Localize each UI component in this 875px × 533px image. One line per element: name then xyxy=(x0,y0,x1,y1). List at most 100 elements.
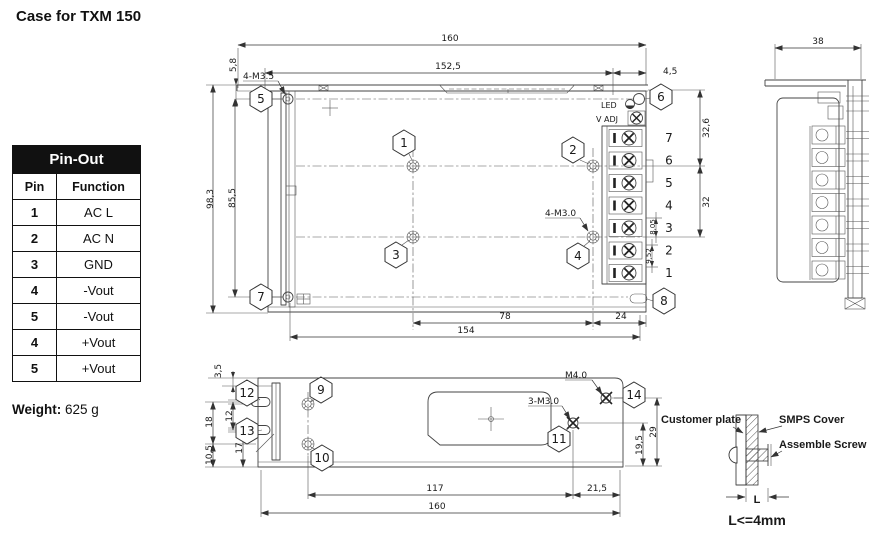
terminal-number: 5 xyxy=(665,176,673,190)
terminal-number: 6 xyxy=(665,154,673,168)
callout-7: 7 xyxy=(249,283,283,311)
function-cell: AC L xyxy=(56,199,141,226)
led-label: LED xyxy=(601,101,617,110)
function-cell: +Vout xyxy=(56,355,141,382)
pin-cell: 2 xyxy=(12,225,57,252)
dim-32-6: 32,6 xyxy=(702,118,712,138)
callout-14: 14 xyxy=(614,381,646,409)
svg-text:9: 9 xyxy=(317,383,325,397)
svg-text:2: 2 xyxy=(569,143,577,157)
page-title: Case for TXM 150 xyxy=(16,8,142,25)
svg-text:8: 8 xyxy=(660,294,668,308)
svg-text:7: 7 xyxy=(257,290,265,304)
svg-text:12: 12 xyxy=(239,386,254,400)
dim-98-3: 98,3 xyxy=(206,189,216,209)
dim-78: 78 xyxy=(499,312,511,322)
assemble-screw-label: Assemble Screw xyxy=(779,439,867,451)
dim-8-05: 8,05 xyxy=(649,219,657,235)
callout-10: 10 xyxy=(310,444,334,472)
top-edge-tab xyxy=(318,85,329,91)
dim-154: 154 xyxy=(457,326,474,336)
callout-12: 12 xyxy=(235,379,261,407)
callout-9: 9 xyxy=(309,376,333,404)
top-view: LED V ADJ 7 6 5 xyxy=(206,34,712,341)
dim-9-52: 9,52 xyxy=(645,248,653,264)
table-row: 5+Vout xyxy=(12,355,141,382)
screw-body xyxy=(745,448,769,462)
label-m4-0: M4.0 xyxy=(565,371,587,381)
svg-text:11: 11 xyxy=(551,432,566,446)
dim-4-5: 4,5 xyxy=(663,67,677,77)
dim-160-top: 160 xyxy=(441,34,458,44)
vadj-pot xyxy=(627,110,646,126)
svg-text:1: 1 xyxy=(400,136,408,150)
bottom-view: M4.0 3-M3.0 19,5 29 117 21,5 160 xyxy=(205,364,662,517)
callout-6: 6 xyxy=(644,83,673,111)
callout-2: 2 xyxy=(561,136,590,165)
callout-11: 11 xyxy=(547,425,571,453)
dim-29: 29 xyxy=(649,426,659,438)
dim-160-bottom: 160 xyxy=(428,502,445,512)
dim-19-5: 19,5 xyxy=(635,435,645,455)
callout-3: 3 xyxy=(384,239,410,269)
weight-line: Weight: 625 g xyxy=(12,402,99,417)
dim-152-5: 152,5 xyxy=(435,62,461,72)
pin-cell: 4 xyxy=(12,277,57,304)
customer-plate-label: Customer plate xyxy=(661,414,741,426)
dim-17: 17 xyxy=(235,442,245,453)
vadj-screw xyxy=(630,111,643,125)
dim-117: 117 xyxy=(426,484,443,494)
terminal-block: 7 6 5 4 3 2 1 xyxy=(601,125,673,285)
screw-head xyxy=(728,446,738,464)
pin-cell: 1 xyxy=(12,199,57,226)
din-bracket xyxy=(280,90,311,308)
callout-4: 4 xyxy=(566,240,591,270)
dim-85-5: 85,5 xyxy=(228,188,238,208)
callout-13: 13 xyxy=(235,417,263,445)
l-note: L<=4mm xyxy=(728,512,786,528)
led-icon-fill xyxy=(625,105,635,110)
terminal-number: 4 xyxy=(665,199,673,213)
terminal-number: 1 xyxy=(665,266,673,280)
pin-cell: 5 xyxy=(12,355,57,382)
dim-21-5: 21,5 xyxy=(587,484,607,494)
foot-slot xyxy=(629,293,648,304)
terminal-number: 7 xyxy=(665,131,673,145)
weight-value: 625 g xyxy=(65,402,99,417)
dim-l-label: L xyxy=(754,494,761,506)
smps-cover-label: SMPS Cover xyxy=(779,414,845,426)
dim-12: 12 xyxy=(225,410,235,421)
side-foot xyxy=(844,297,866,310)
top-edge-tab xyxy=(593,85,604,91)
vadj-label: V ADJ xyxy=(596,115,618,124)
terminal-number: 3 xyxy=(665,221,673,235)
corner-hole xyxy=(633,93,645,105)
callout-8: 8 xyxy=(646,287,676,315)
dim-10-5: 10,5 xyxy=(205,445,215,465)
callout-1: 1 xyxy=(392,129,416,161)
label-4-m3-0: 4-M3.0 xyxy=(545,209,576,219)
dim-32: 32 xyxy=(702,196,712,207)
table-row: 5-Vout xyxy=(12,303,141,330)
side-view: 38 xyxy=(764,37,870,310)
dim-18: 18 xyxy=(205,416,215,428)
assembly-detail: Customer plate SMPS Cover Assemble Screw… xyxy=(661,414,867,528)
svg-text:6: 6 xyxy=(657,90,665,104)
svg-text:10: 10 xyxy=(314,451,329,465)
callout-5: 5 xyxy=(249,85,283,113)
dim-24: 24 xyxy=(615,312,627,322)
dim-38: 38 xyxy=(812,37,824,47)
dim-3-5: 3,5 xyxy=(214,364,224,378)
label-4-m3-5: 4-M3.5 xyxy=(243,72,274,82)
terminal-number: 2 xyxy=(665,244,673,258)
svg-text:14: 14 xyxy=(626,388,641,402)
svg-text:4: 4 xyxy=(574,249,582,263)
svg-text:13: 13 xyxy=(239,424,254,438)
label-3-m3-0: 3-M3.0 xyxy=(528,397,559,407)
function-cell: -Vout xyxy=(56,303,141,330)
m3-screw xyxy=(566,416,580,430)
